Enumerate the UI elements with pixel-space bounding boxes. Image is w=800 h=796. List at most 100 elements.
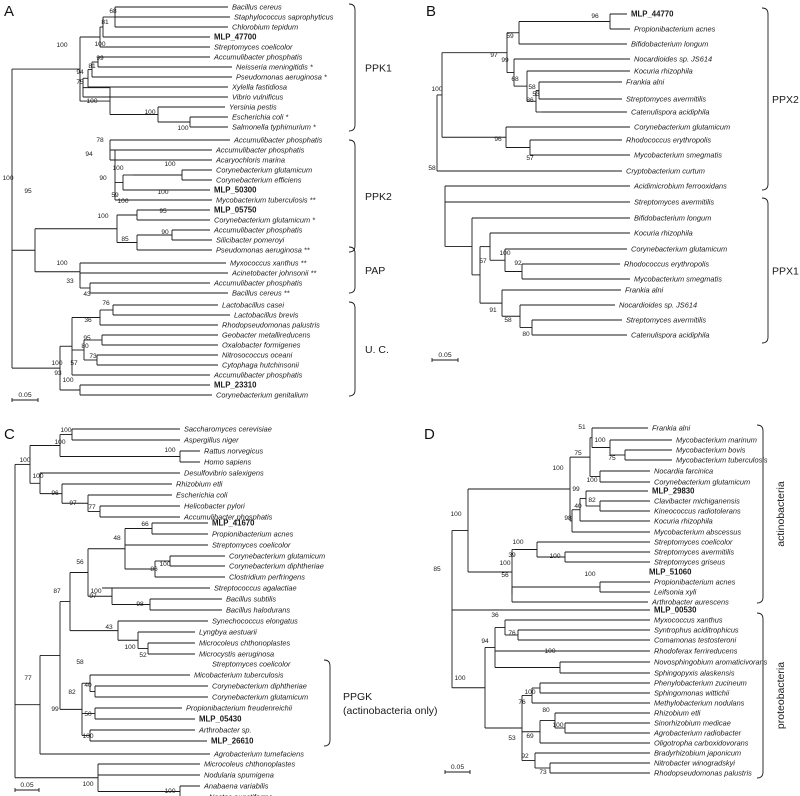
leaf-label: Propionibacterium acnes <box>654 578 736 587</box>
bootstrap-value: 100 <box>82 733 93 740</box>
leaf-label: Mycobacterium smegmatis <box>634 275 722 284</box>
leaf-label: Bifidobacterium longum <box>631 40 708 49</box>
leaf-label-mlp: MLP_05430 <box>199 715 242 724</box>
leaf-label: Corynebacterium glutamicum <box>229 552 325 561</box>
group-bracket <box>323 659 331 747</box>
leaf-label: Accumulibacter phosphatis <box>213 226 303 235</box>
group-label: (actinobacteria only) <box>343 705 438 717</box>
bootstrap-value: 100 <box>112 165 123 172</box>
leaf-label: Xylella fastidiosa <box>231 83 287 92</box>
leaf-label: Streptomyces coelicolor <box>214 43 293 52</box>
bootstrap-value: 68 <box>109 8 117 15</box>
bootstrap-value: 78 <box>96 137 104 144</box>
leaf-label: Pseudomonas aeruginosa ** <box>216 246 311 255</box>
bootstrap-value: 90 <box>99 175 107 182</box>
leaf-label: Nodularia spumigena <box>204 771 274 780</box>
leaf-label: Lactobacillus brevis <box>234 311 299 320</box>
bootstrap-value: 43 <box>105 624 113 631</box>
bootstrap-value: 40 <box>84 682 92 689</box>
leaf-label-mlp: MLP_26610 <box>211 737 254 746</box>
bootstrap-value: 53 <box>508 735 516 742</box>
bootstrap-value: 80 <box>522 331 530 338</box>
leaf-label: Rhodopseudomonas palustris <box>222 321 320 330</box>
bootstrap-value: 73 <box>539 769 547 776</box>
bootstrap-value: 77 <box>88 504 96 511</box>
leaf-label: Yersinia pestis <box>229 103 277 112</box>
leaf-label: Microcystis aeruginosa <box>199 650 274 659</box>
panel-letter: C <box>4 426 15 443</box>
bootstrap-value: 100 <box>19 457 30 464</box>
bootstrap-value: 100 <box>56 42 67 49</box>
leaf-label: Kineococcus radiotolerans <box>654 507 741 516</box>
bootstrap-value: 100 <box>584 571 595 578</box>
bootstrap-value: 100 <box>124 644 135 651</box>
group-label: PPGK <box>343 691 372 703</box>
leaf-label: Rhizobium etli <box>176 480 223 489</box>
bootstrap-value: 91 <box>489 307 497 314</box>
leaf-label: Agrobacterium radiobacter <box>653 729 742 738</box>
bootstrap-value: 40 <box>574 503 582 510</box>
leaf-label: Sphingopyxis alaskensis <box>654 669 735 678</box>
leaf-label: Syntrophus aciditrophicus <box>654 626 739 635</box>
bootstrap-value: 100 <box>586 477 597 484</box>
leaf-label: Neisseria meningitidis * <box>236 63 314 72</box>
leaf-label: Nitrobacter winogradskyi <box>654 759 735 768</box>
leaf-label: Silicibacter pomeroyi <box>216 236 285 245</box>
leaf-label: Escherichia coli <box>176 491 228 500</box>
leaf-label-mlp: MLP_05750 <box>214 206 257 215</box>
leaf-label: Catenulispora acidiphila <box>631 108 709 117</box>
bootstrap-value: 36 <box>491 612 499 619</box>
leaf-label: Kocuria rhizophila <box>654 517 713 526</box>
leaf-label: Corynebacterium glutamicum <box>212 693 308 702</box>
leaf-label: Arthrobacter aurescens <box>651 598 729 607</box>
bootstrap-value: 100 <box>450 511 461 518</box>
leaf-label: Myxococcus xanthus ** <box>230 259 308 268</box>
leaf-label-mlp: MLP_50300 <box>214 186 257 195</box>
bootstrap-value: 100 <box>144 109 155 116</box>
bootstrap-value: 87 <box>53 588 61 595</box>
leaf-label: Streptomyces avermitilis <box>626 95 706 104</box>
bootstrap-value: 100 <box>90 588 101 595</box>
leaf-label: Salmonella typhimurium * <box>232 123 317 132</box>
leaf-label-mlp: MLP_51060 <box>649 568 692 577</box>
leaf-label-mlp: MLP_47700 <box>214 33 257 42</box>
leaf-label: Bacillus subtilis <box>226 595 276 604</box>
bootstrap-value: 100 <box>54 439 65 446</box>
leaf-label: Frankia alni <box>625 286 664 295</box>
leaf-label: Accumulibacter phosphatis <box>215 146 305 155</box>
leaf-label: Corynebacterium efficiens <box>216 176 302 185</box>
group-bracket <box>756 424 764 604</box>
leaf-label: Streptomyces avermitilis <box>626 316 706 325</box>
bootstrap-value: 100 <box>56 260 67 267</box>
bootstrap-value: 57 <box>479 258 487 265</box>
leaf-label: Accumulibacter phosphatis <box>213 371 303 380</box>
bootstrap-value: 100 <box>82 781 93 788</box>
bootstrap-value: 100 <box>552 722 563 729</box>
bootstrap-value: 99 <box>501 57 509 64</box>
leaf-label-mlp: MLP_23310 <box>214 381 257 390</box>
leaf-label: Clostridium perfringens <box>229 573 305 582</box>
leaf-label: Acaryochloris marina <box>215 156 285 165</box>
group-bracket <box>756 612 764 779</box>
leaf-label: Corynebacterium glutamicum <box>634 123 730 132</box>
bootstrap-value: 100 <box>60 427 71 434</box>
bootstrap-value: 80 <box>542 707 550 714</box>
bootstrap-value: 59 <box>506 33 514 40</box>
group-bracket <box>348 139 356 253</box>
bootstrap-value: 100 <box>117 198 128 205</box>
leaf-label: Corynebacterium glutamicum <box>216 166 312 175</box>
leaf-label: Streptomyces coelicolor <box>654 538 733 547</box>
bootstrap-value: 86 <box>150 566 158 573</box>
group-label: PAP <box>365 265 385 277</box>
leaf-label: Bifidobacterium longum <box>634 214 711 223</box>
group-label: PPX1 <box>772 266 799 278</box>
leaf-label: Mycobacterium bovis <box>676 446 746 455</box>
bootstrap-value: 100 <box>159 561 170 568</box>
leaf-label: Bacillus cereus <box>232 3 282 12</box>
leaf-label: Rhodoferax ferrireducens <box>654 647 738 656</box>
bootstrap-value: 100 <box>512 539 523 546</box>
bootstrap-value: 81 <box>101 19 109 26</box>
leaf-label: Streptococcus agalactiae <box>214 584 297 593</box>
leaf-label: Streptomyces coelicolor <box>212 660 291 669</box>
